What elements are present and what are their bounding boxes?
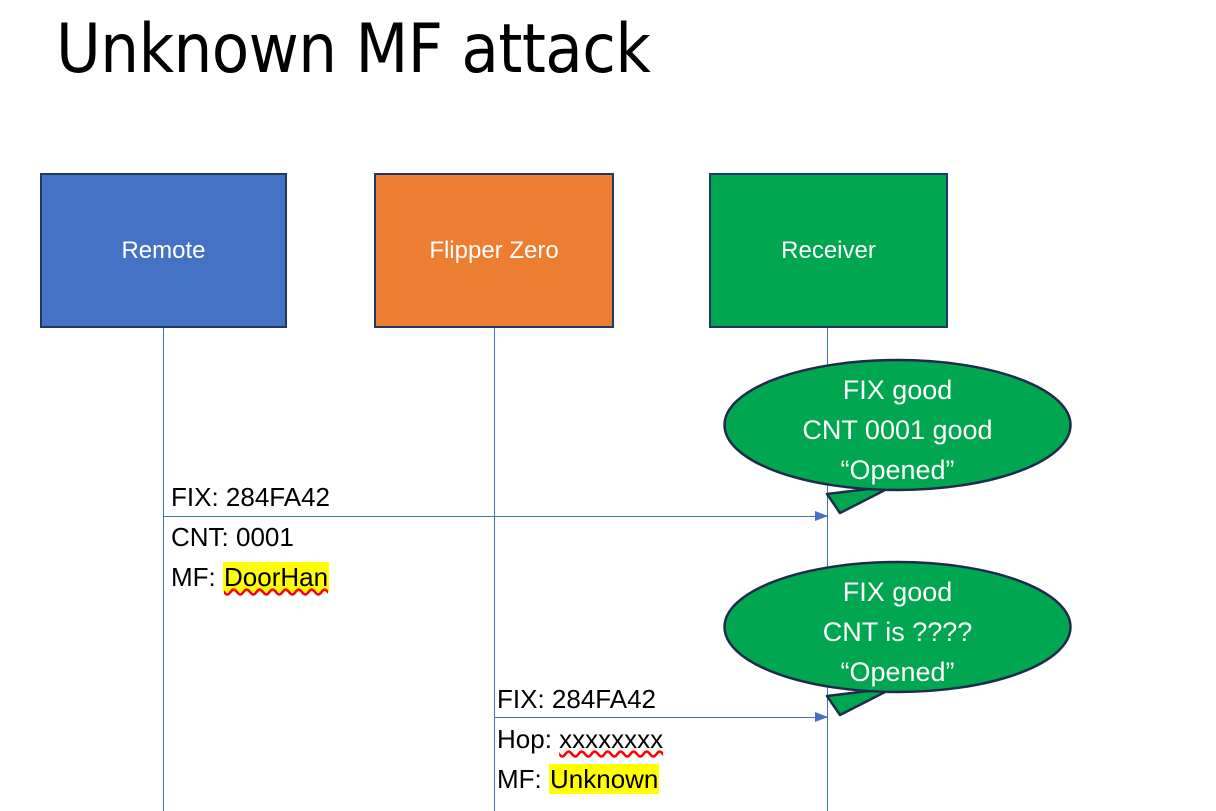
message-label-remote: FIX: 284FA42 CNT: 0001 MF: DoorHan: [171, 477, 330, 597]
message-arrow-remote-to-receiver: [163, 511, 828, 521]
actor-box-remote[interactable]: Remote: [40, 173, 287, 328]
message-line: CNT: 0001: [171, 517, 330, 557]
callout-shape: [723, 358, 1072, 515]
callout-bubble-first-response[interactable]: FIX good CNT 0001 good “Opened”: [723, 358, 1072, 520]
message-field-label: CNT:: [171, 522, 236, 552]
message-field-value: 0001: [236, 522, 294, 552]
message-line: MF: DoorHan: [171, 557, 330, 597]
lifeline-remote: [163, 328, 164, 811]
actor-label-remote: Remote: [121, 236, 206, 264]
callout-bubble-second-response[interactable]: FIX good CNT is ???? “Opened”: [723, 560, 1072, 722]
message-line: FIX: 284FA42: [171, 477, 330, 517]
message-arrow-flipper-to-receiver: [494, 712, 828, 722]
message-field-label: MF:: [497, 764, 549, 794]
message-field-label: Hop:: [497, 724, 560, 754]
message-line: Hop: xxxxxxxx: [497, 719, 663, 759]
page-title: Unknown MF attack: [56, 10, 651, 89]
lifeline-flipper: [494, 328, 495, 811]
message-field-value-highlighted: Unknown: [549, 764, 660, 794]
actor-label-receiver: Receiver: [781, 236, 876, 264]
message-field-value-highlighted: DoorHan: [223, 562, 330, 592]
message-field-label: MF:: [171, 562, 223, 592]
message-field-label: FIX:: [171, 482, 226, 512]
message-field-value-spellchecked: xxxxxxxx: [559, 724, 664, 754]
message-field-label: FIX:: [497, 684, 552, 714]
callout-shape: [723, 560, 1072, 717]
actor-box-receiver[interactable]: Receiver: [709, 173, 948, 328]
message-line: FIX: 284FA42: [497, 679, 663, 719]
actor-box-flipper[interactable]: Flipper Zero: [374, 173, 614, 328]
message-field-value: 284FA42: [551, 684, 656, 714]
message-label-flipper: FIX: 284FA42 Hop: xxxxxxxx MF: Unknown: [497, 679, 663, 799]
actor-label-flipper: Flipper Zero: [429, 236, 559, 264]
message-field-value: 284FA42: [225, 482, 330, 512]
message-line: MF: Unknown: [497, 759, 663, 799]
